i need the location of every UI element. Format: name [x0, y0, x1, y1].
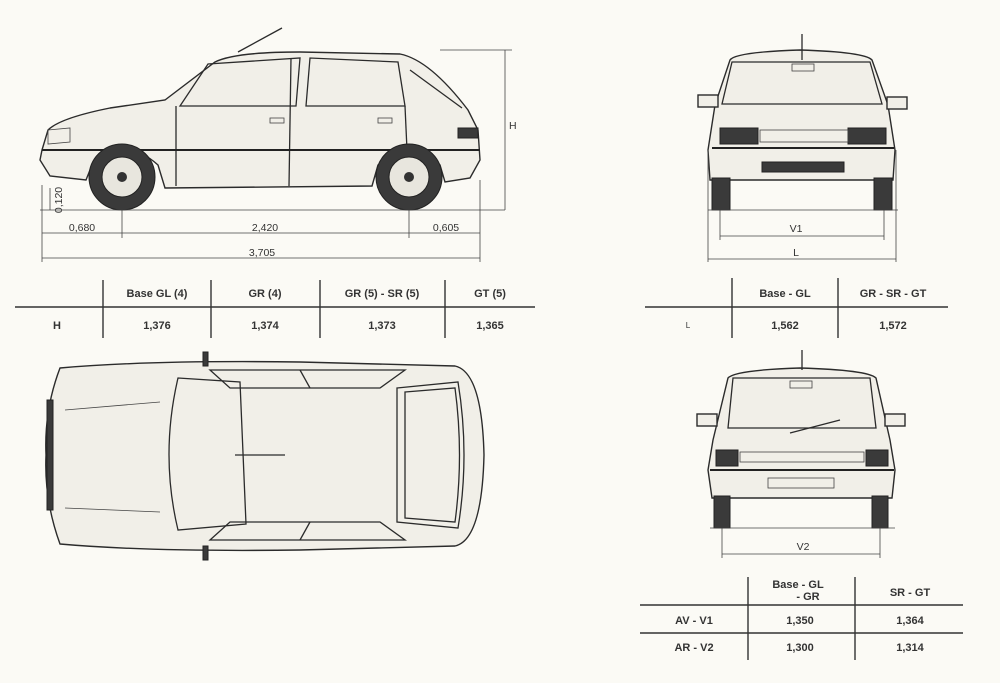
column-header: Base - GL: [772, 579, 824, 591]
rear-track-label: V2: [797, 541, 810, 553]
width-table: Base - GL GR - SR - GT L 1,562 1,572: [645, 278, 948, 338]
rear-wheel: [375, 143, 443, 211]
row-label: H: [53, 320, 61, 332]
table-cell: 1,350: [786, 615, 814, 627]
height-label: H: [509, 120, 517, 132]
row-label: AV - V1: [675, 615, 713, 627]
ground-clearance-dimension: 0,120: [53, 187, 65, 213]
rear-view-car: [696, 350, 906, 529]
rear-overhang-dimension: 0,605: [433, 222, 459, 234]
side-view-car: [39, 27, 481, 211]
rear-view-dimensions: V2: [710, 527, 895, 558]
table-cell: 1,314: [896, 642, 924, 654]
column-header: SR - GT: [890, 587, 931, 599]
overall-width-label: L: [793, 247, 799, 259]
top-view-car: [45, 351, 485, 561]
table-cell: 1,300: [786, 642, 814, 654]
side-view-dimensions: 0,680 2,420 0,605 3,705 0,120 H: [40, 49, 517, 262]
column-header: GR (5) - SR (5): [345, 288, 420, 300]
table-cell: 1,562: [771, 320, 799, 332]
column-header: GR - SR - GT: [860, 288, 927, 300]
column-header: Base GL (4): [127, 288, 188, 300]
table-cell: 1,572: [879, 320, 907, 332]
table-cell: 1,374: [251, 320, 279, 332]
column-header: GR (4): [249, 288, 282, 300]
wheelbase-dimension: 2,420: [252, 222, 278, 234]
height-table: Base GL (4) GR (4) GR (5) - SR (5) GT (5…: [15, 280, 535, 338]
row-label: L: [686, 321, 691, 330]
front-view-car: [697, 34, 908, 211]
row-label: AR - V2: [674, 642, 713, 654]
table-cell: 1,376: [143, 320, 171, 332]
column-header: Base - GL: [759, 288, 811, 300]
table-cell: 1,373: [368, 320, 396, 332]
table-cell: 1,365: [476, 320, 504, 332]
track-table: Base - GL - GR SR - GT AV - V1 1,350 1,3…: [640, 577, 963, 660]
overall-length-dimension: 3,705: [249, 247, 275, 259]
table-cell: 1,364: [896, 615, 924, 627]
column-header: - GR: [796, 591, 819, 603]
front-overhang-dimension: 0,680: [69, 222, 95, 234]
front-wheel: [88, 143, 156, 211]
front-track-label: V1: [790, 223, 803, 235]
column-header: GT (5): [474, 288, 506, 300]
front-view-dimensions: V1 L: [707, 150, 898, 262]
